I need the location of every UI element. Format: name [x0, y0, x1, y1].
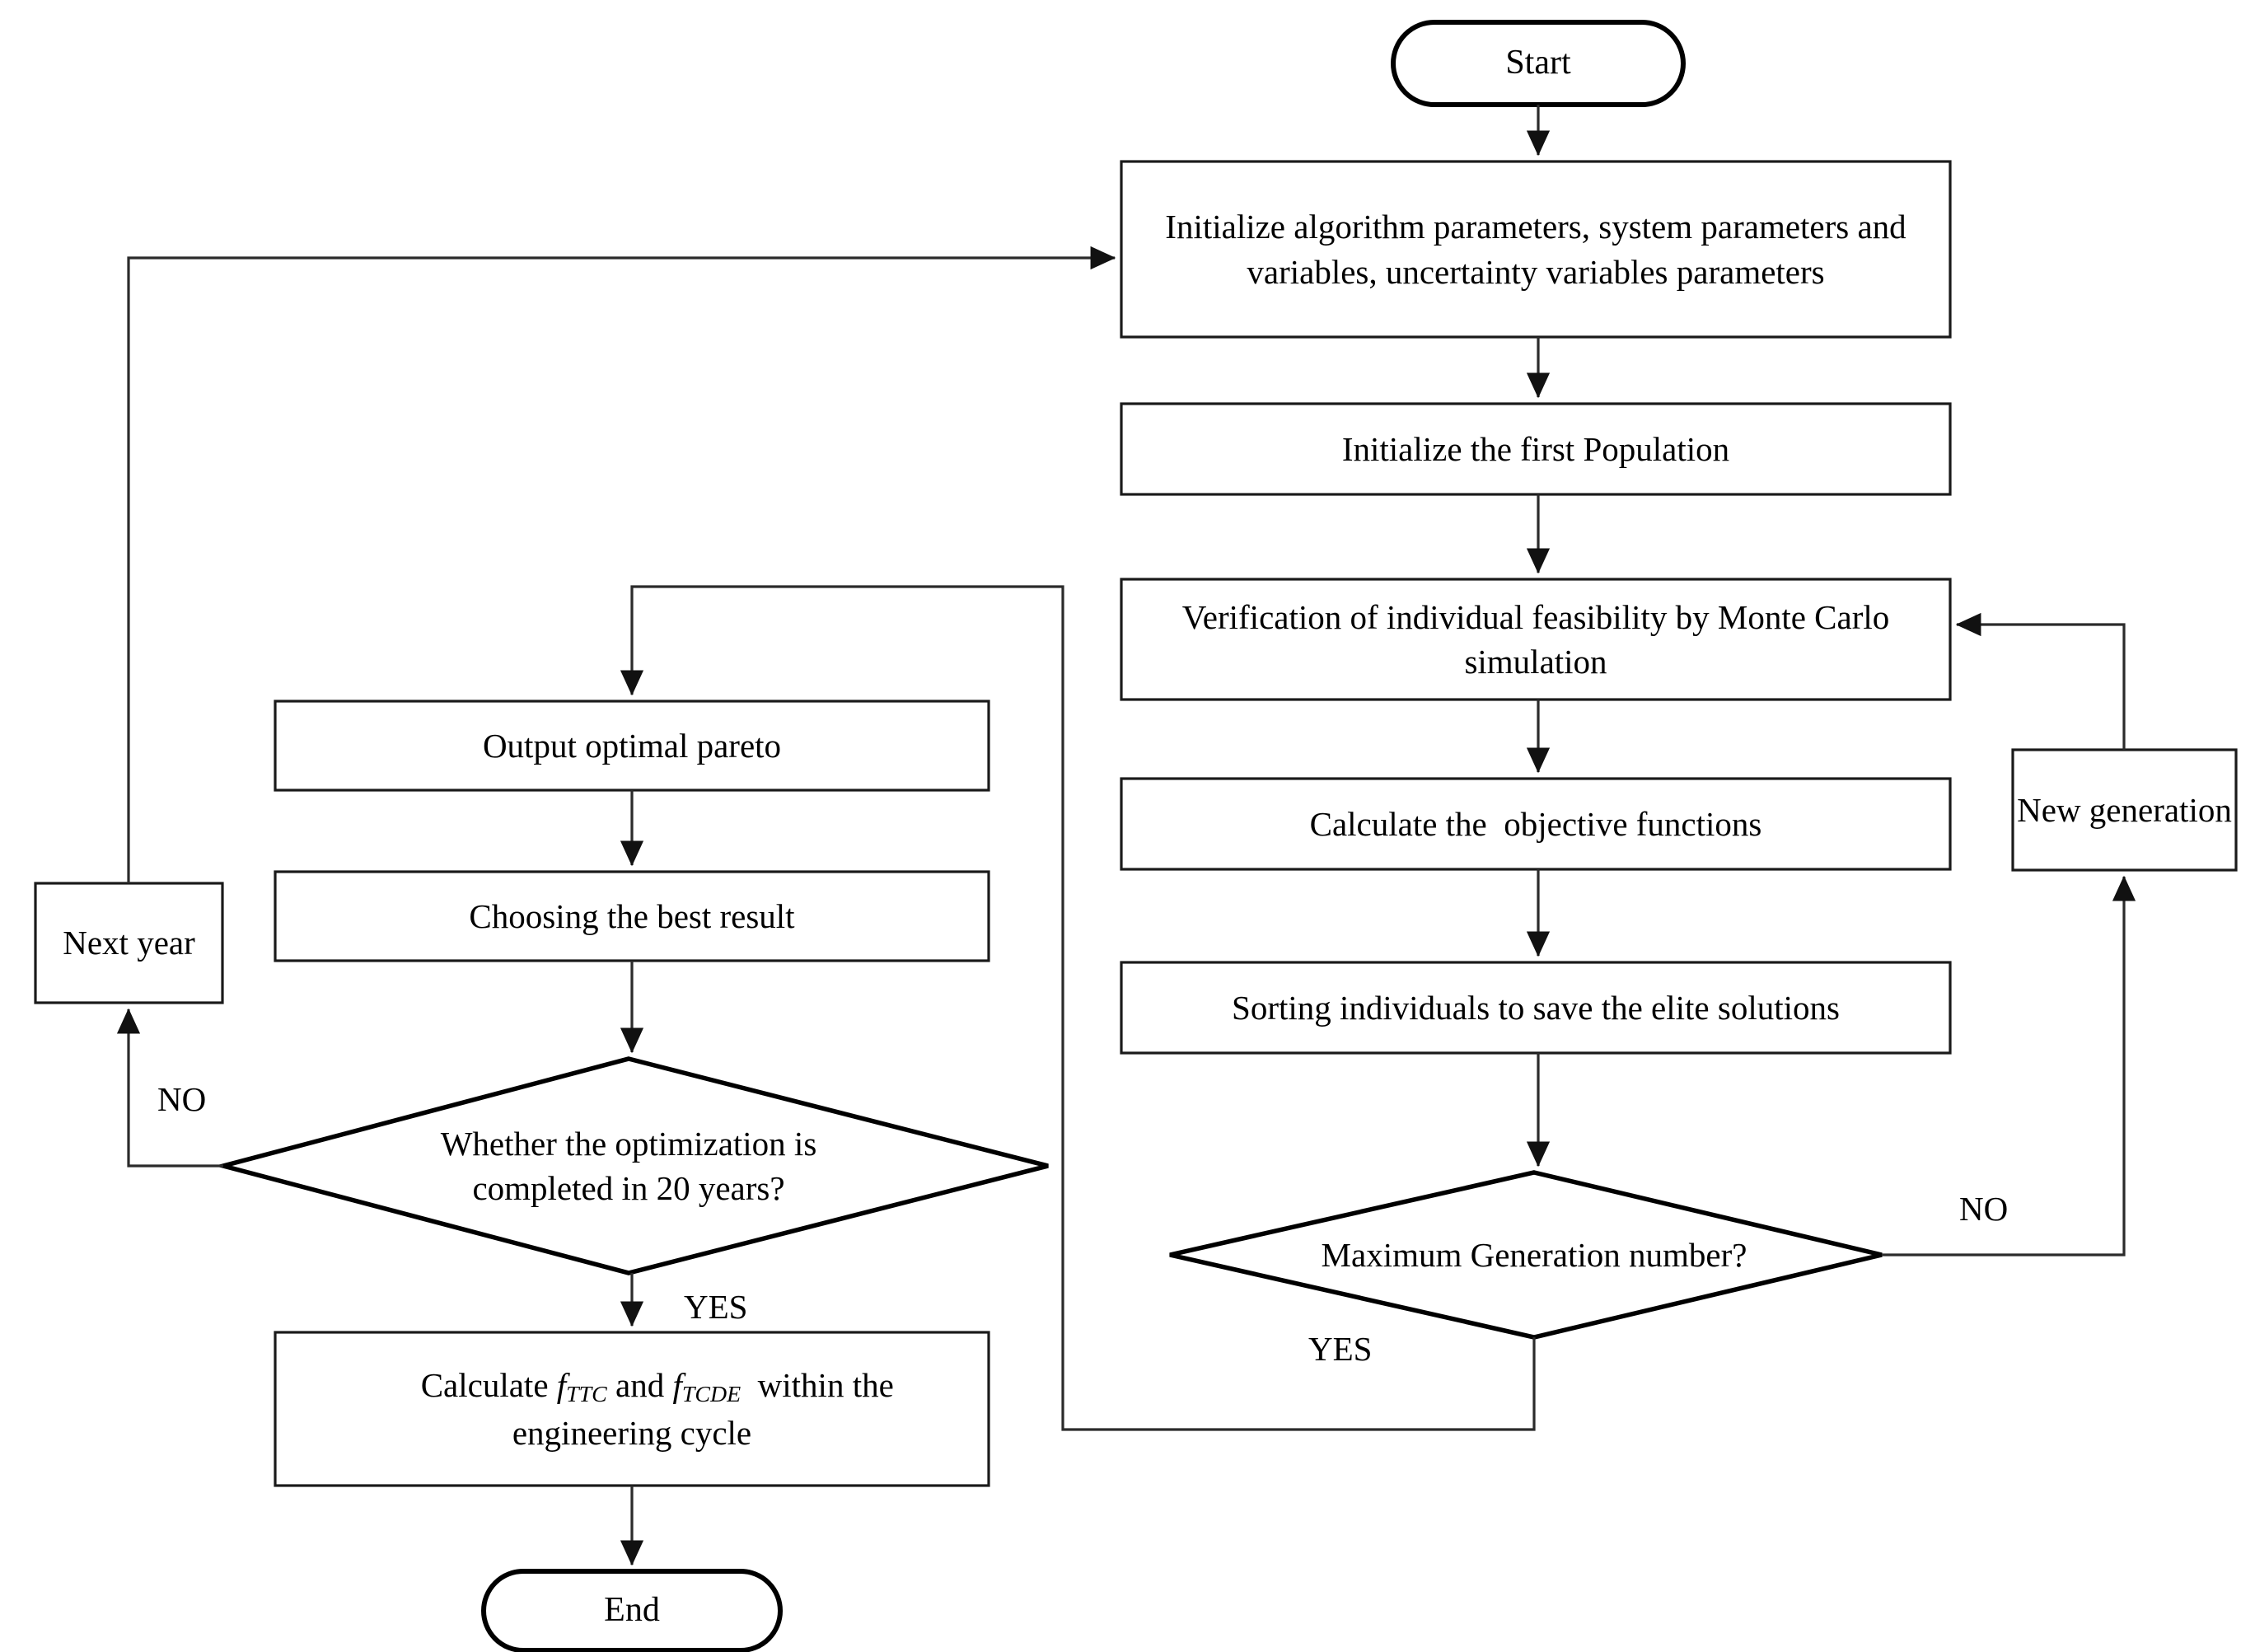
edge-label-max-generation-no: NO: [1959, 1190, 2009, 1228]
node-max-generation-shape: [1169, 1170, 1883, 1340]
edge-label-optimization-no: NO: [157, 1080, 207, 1118]
node-calculate-objectives-shape: [1120, 777, 1952, 871]
node-next-year-shape: [34, 882, 224, 1004]
node-initialize-params-shape: [1120, 160, 1952, 339]
node-output-pareto-shape: [274, 700, 990, 792]
edge-max-generation-yes-to-output-pareto: [620, 585, 1536, 1431]
edge-label-max-generation-yes: YES: [1308, 1330, 1373, 1368]
node-verification-shape: [1120, 578, 1952, 701]
edge-new-generation-to-verification: [1955, 612, 2126, 750]
edge-optimization-no-to-next-year: [116, 1008, 223, 1168]
node-initialize-population-shape: [1120, 402, 1952, 496]
node-end-shape: [481, 1569, 783, 1652]
node-sorting-shape: [1120, 961, 1952, 1055]
node-choosing-best-shape: [274, 870, 990, 962]
node-optimization-20-years-shape: [214, 1056, 1049, 1275]
node-new-generation-shape: [2011, 748, 2238, 872]
edge-max-generation-no-to-new-generation: [1882, 875, 2136, 1257]
node-calculate-costs-shape: [274, 1331, 990, 1487]
node-start-shape: [1391, 20, 1686, 107]
edge-label-optimization-yes: YES: [684, 1288, 748, 1326]
edge-next-year-to-initialize-params: [127, 246, 1116, 883]
